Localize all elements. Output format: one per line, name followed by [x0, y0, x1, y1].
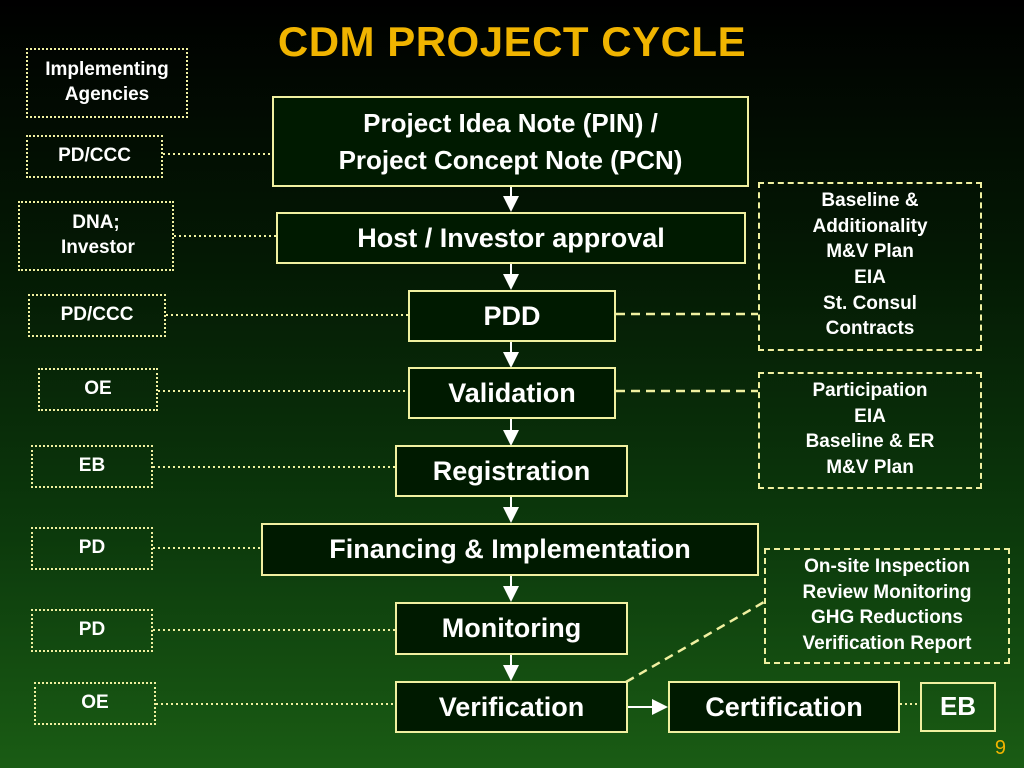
actor-implementing-agencies: Implementing Agencies: [26, 48, 188, 118]
note-line: Baseline & ER: [805, 431, 935, 453]
step-validation: Validation: [408, 367, 616, 419]
step-label: Monitoring: [441, 613, 582, 643]
step-pdd: PDD: [408, 290, 616, 342]
note-pdd-requirements: Baseline & Additionality M&V Plan EIA St…: [758, 182, 982, 351]
actor-label: PD: [78, 619, 106, 641]
step-label: Host / Investor approval: [357, 222, 665, 253]
step-label: PDD: [483, 300, 541, 331]
actor-pd: PD: [31, 609, 153, 652]
actor-label: OE: [84, 378, 112, 400]
note-line: On-site Inspection: [804, 556, 970, 577]
actor-oe: OE: [38, 368, 158, 411]
actor-pd: PD: [31, 527, 153, 570]
note-line: St. Consul: [823, 292, 917, 314]
actor-label: EB: [939, 691, 977, 722]
step-label: Registration: [432, 455, 591, 486]
step-label: Project Idea Note (PIN) / Project Concep…: [338, 108, 683, 175]
actor-eb: EB: [31, 445, 153, 488]
note-line: M&V Plan: [826, 241, 914, 263]
actor-eb: EB: [920, 682, 996, 732]
actor-label: PD/CCC: [60, 304, 134, 326]
note-connector: [625, 600, 765, 684]
note-line: Review Monitoring: [802, 581, 972, 603]
note-line: Baseline &: [821, 190, 919, 211]
actor-label: PD: [78, 537, 106, 559]
step-label: Verification: [438, 691, 585, 722]
step-verification: Verification: [395, 681, 628, 733]
note-line: Additionality: [812, 215, 928, 237]
step-label: Validation: [448, 377, 576, 408]
page-number: 9: [994, 737, 1006, 759]
note-line: GHG Reductions: [810, 607, 963, 629]
actor-label: OE: [81, 692, 109, 714]
step-pin-pcn: Project Idea Note (PIN) / Project Concep…: [272, 96, 749, 187]
note-line: EIA: [854, 405, 886, 427]
step-monitoring: Monitoring: [395, 602, 628, 655]
step-certification: Certification: [668, 681, 900, 733]
step-host-investor-approval: Host / Investor approval: [276, 212, 746, 264]
note-line: M&V Plan: [826, 456, 914, 478]
note-line: Participation: [812, 380, 928, 401]
step-label: Certification: [705, 691, 863, 722]
actor-oe: OE: [34, 682, 156, 725]
actor-pd-ccc: PD/CCC: [28, 294, 166, 337]
actor-label: EB: [78, 455, 106, 477]
actor-label: Implementing Agencies: [45, 59, 169, 105]
step-financing-implementation: Financing & Implementation: [261, 523, 759, 576]
actor-label: DNA; Investor: [61, 212, 135, 258]
actor-pd-ccc: PD/CCC: [26, 135, 163, 178]
note-validation-items: Participation EIA Baseline & ER M&V Plan: [758, 372, 982, 489]
actor-dna-investor: DNA; Investor: [18, 201, 174, 271]
note-line: EIA: [854, 266, 886, 288]
step-label: Financing & Implementation: [329, 534, 691, 564]
page-title: CDM PROJECT CYCLE: [277, 18, 747, 65]
note-line: Verification Report: [802, 632, 972, 654]
actor-label: PD/CCC: [58, 145, 131, 167]
note-line: Contracts: [825, 318, 915, 340]
note-verification-items: On-site Inspection Review Monitoring GHG…: [764, 548, 1010, 664]
step-registration: Registration: [395, 445, 628, 497]
